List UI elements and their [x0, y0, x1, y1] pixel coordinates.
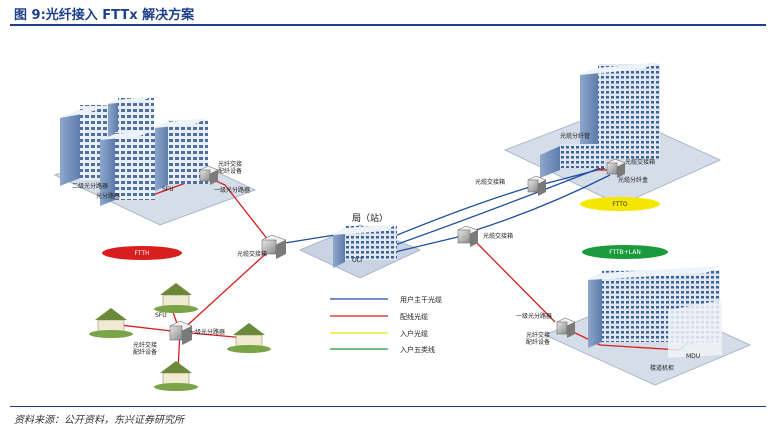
fttb-office-building: [588, 266, 722, 358]
fiber-box-right-bottom-label-1: 光纤交接: [526, 331, 550, 339]
building-room-label: 楼道机柜: [650, 364, 674, 372]
legend-item-drop-cat5: 入户五类线: [330, 345, 435, 354]
secondary-splitter-label: 二级光分路器: [72, 182, 108, 190]
splitter-bottom-left-label: 一级光分路器: [189, 328, 225, 336]
splitter-right-bottom-box: [556, 317, 576, 338]
cross-box-ftto: [606, 158, 626, 178]
splitter-top-left-box: [199, 165, 219, 185]
fiber-pipe-label: 光缆分纤管: [560, 132, 590, 140]
figure-title: 图 9:光纤接入 FTTx 解决方案: [14, 8, 195, 23]
legend-item-drop-fiber: 入户光缆: [330, 329, 428, 338]
dist-line-center-bottomleft: [179, 247, 273, 333]
cross-box-right-mid: [457, 225, 479, 247]
mdu-label: MDU: [686, 353, 700, 360]
svg-text:用户主干光缆: 用户主干光缆: [400, 295, 442, 304]
pill-ftto: FTTO: [580, 197, 660, 211]
house-bottom: [154, 361, 198, 391]
cross-box-right-mid-label: 光缆交接箱: [483, 232, 513, 240]
svg-text:入户光缆: 入户光缆: [400, 329, 428, 338]
splitter-bottom-left-box: [169, 320, 193, 345]
cross-box-center: [261, 234, 287, 259]
splitter-top-left-label: 一级光分路器: [214, 186, 250, 194]
fiber-box-top-left-label-2: 配纤设备: [218, 167, 242, 175]
trunk-line-mid-ftto: [469, 174, 611, 233]
dist-line-fttb-building: [564, 327, 681, 351]
dist-line-mid-fttb: [469, 235, 556, 323]
pill-fttb: FTTB+LAN: [582, 245, 668, 259]
fiber-box-right-bottom-label-2: 配纤设备: [526, 338, 550, 346]
legend-item-distribution: 配线光缆: [330, 312, 428, 321]
central-office-building: [333, 224, 397, 268]
source-note: 资料来源：公开资料，东兴证券研究所: [14, 415, 184, 426]
cross-box-right-top-label: 光缆交接箱: [475, 178, 505, 186]
svg-text:FTTO: FTTO: [612, 201, 628, 208]
legend: 用户主干光缆 配线光缆 入户光缆 入户五类线: [330, 295, 442, 354]
pill-ftth: FTTH: [102, 246, 182, 260]
footer-rule: [10, 406, 766, 407]
trunk-line-ftto-box: [539, 167, 606, 186]
fiber-box-bottom-left-label-2: 配纤设备: [133, 348, 157, 356]
title-rule: [10, 24, 766, 26]
trunk-line-office-ftto-1: [384, 186, 531, 241]
fiber-box-top-left-label-1: 光纤交接: [218, 160, 242, 168]
cross-box-center-label: 光缆交接箱: [237, 250, 267, 258]
house-top: [154, 283, 198, 313]
office-label: 局（站）: [352, 212, 388, 224]
trunk-line-office-mid: [394, 235, 463, 253]
svg-text:入户五类线: 入户五类线: [400, 345, 435, 354]
splitter-small-label: 光分路器: [96, 192, 120, 200]
olt-label: OLT: [352, 257, 363, 264]
house-right: [227, 323, 271, 353]
house-left: [89, 308, 133, 338]
cross-box-ftto-label: 光缆交接箱: [625, 158, 655, 166]
sfu-bottom-label: SFU: [155, 312, 167, 319]
ftto-office-tower: [540, 62, 660, 178]
sfu-top-label: SFU: [162, 186, 174, 193]
trunk-line-office-ftto-2: [394, 167, 601, 246]
svg-text:FTTH: FTTH: [134, 250, 149, 257]
svg-text:配线光缆: 配线光缆: [400, 312, 428, 321]
fiber-split-box-label: 光缆分纤盒: [618, 176, 648, 184]
splitter-right-bottom-label: 一级光分路器: [516, 312, 552, 320]
cross-box-right-top: [527, 175, 547, 196]
legend-item-trunk: 用户主干光缆: [330, 295, 442, 304]
fiber-box-bottom-left-label-1: 光纤交接: [133, 341, 157, 349]
svg-text:FTTB+LAN: FTTB+LAN: [609, 249, 641, 256]
ftth-residential-buildings: [60, 96, 208, 206]
